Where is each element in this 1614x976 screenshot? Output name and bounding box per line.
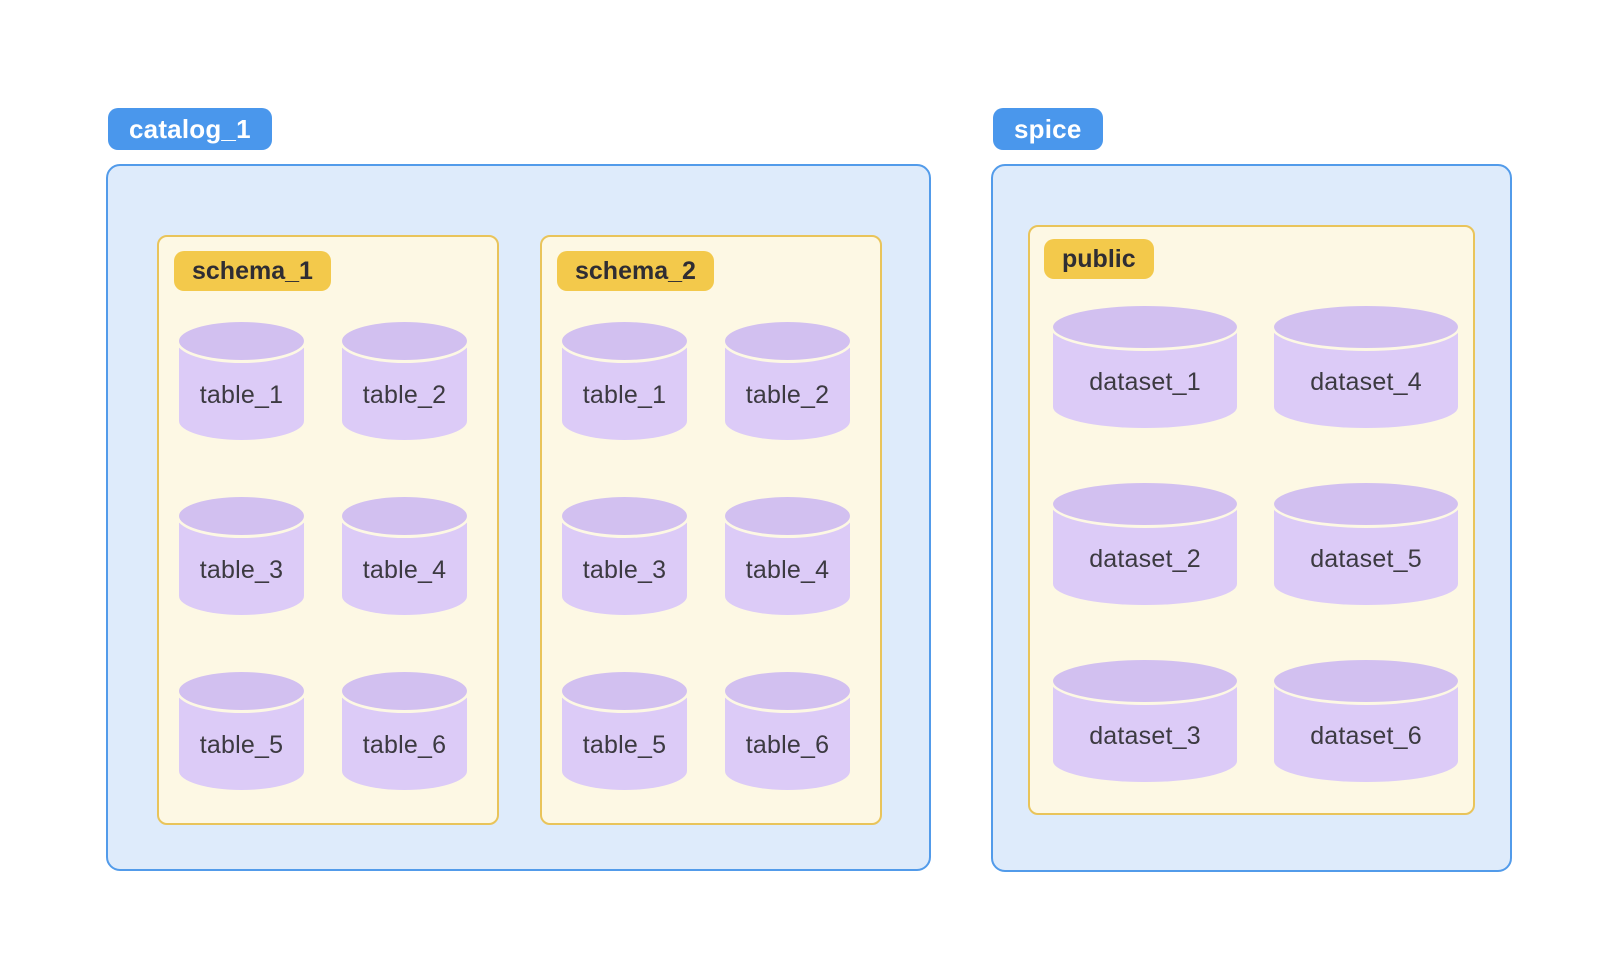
- table-cylinder: table_5: [176, 669, 307, 790]
- table-label: table_1: [582, 381, 667, 409]
- dataset-label: dataset_4: [1310, 368, 1422, 396]
- spice-container: public dataset_1 dataset_4: [991, 164, 1512, 872]
- cylinder-top-icon: [722, 494, 853, 538]
- dataset-cylinder: dataset_2: [1050, 480, 1240, 605]
- dataset-cylinder: dataset_5: [1271, 480, 1461, 605]
- cylinder-top-icon: [1271, 480, 1461, 528]
- cylinder-top-icon: [339, 669, 470, 713]
- public-dataset-grid: dataset_1 dataset_4 dataset_2: [1050, 303, 1461, 782]
- table-cylinder: table_3: [176, 494, 307, 615]
- dataset-label: dataset_5: [1310, 545, 1422, 573]
- dataset-label: dataset_3: [1089, 722, 1201, 750]
- schema-2-table-grid: table_1 table_2 table_3: [559, 319, 865, 790]
- cylinder-top-icon: [339, 494, 470, 538]
- catalog-1-group: catalog_1 schema_1 table_1 table_2: [106, 108, 931, 871]
- cylinder-top-icon: [176, 319, 307, 363]
- cylinder-top-icon: [722, 319, 853, 363]
- table-label: table_4: [745, 556, 830, 584]
- table-label: table_3: [582, 556, 667, 584]
- cylinder-top-icon: [176, 669, 307, 713]
- schema-2-badge: schema_2: [557, 251, 714, 291]
- table-label: table_3: [199, 556, 284, 584]
- public-schema-box: public dataset_1 dataset_4: [1028, 225, 1475, 815]
- cylinder-top-icon: [176, 494, 307, 538]
- cylinder-top-icon: [559, 319, 690, 363]
- table-label: table_2: [745, 381, 830, 409]
- table-cylinder: table_1: [176, 319, 307, 440]
- table-cylinder: table_6: [339, 669, 470, 790]
- table-cylinder: table_4: [722, 494, 853, 615]
- table-label: table_2: [362, 381, 447, 409]
- cylinder-top-icon: [1050, 480, 1240, 528]
- schema-2-box: schema_2 table_1 table_2: [540, 235, 882, 825]
- cylinder-top-icon: [722, 669, 853, 713]
- cylinder-top-icon: [1050, 657, 1240, 705]
- public-badge: public: [1044, 239, 1154, 279]
- table-cylinder: table_3: [559, 494, 690, 615]
- dataset-label: dataset_6: [1310, 722, 1422, 750]
- schema-1-badge: schema_1: [174, 251, 331, 291]
- table-label: table_4: [362, 556, 447, 584]
- cylinder-top-icon: [559, 669, 690, 713]
- dataset-label: dataset_1: [1089, 368, 1201, 396]
- cylinder-top-icon: [339, 319, 470, 363]
- table-cylinder: table_4: [339, 494, 470, 615]
- cylinder-top-icon: [559, 494, 690, 538]
- schema-1-table-grid: table_1 table_2 table_3: [176, 319, 482, 790]
- table-cylinder: table_6: [722, 669, 853, 790]
- dataset-cylinder: dataset_6: [1271, 657, 1461, 782]
- table-cylinder: table_1: [559, 319, 690, 440]
- table-label: table_6: [362, 731, 447, 759]
- spice-badge: spice: [993, 108, 1103, 150]
- cylinder-top-icon: [1050, 303, 1240, 351]
- cylinder-top-icon: [1271, 303, 1461, 351]
- table-label: table_5: [582, 731, 667, 759]
- table-cylinder: table_2: [339, 319, 470, 440]
- dataset-cylinder: dataset_4: [1271, 303, 1461, 428]
- schema-1-box: schema_1 table_1 table_2: [157, 235, 499, 825]
- cylinder-top-icon: [1271, 657, 1461, 705]
- table-cylinder: table_2: [722, 319, 853, 440]
- catalog-1-badge: catalog_1: [108, 108, 272, 150]
- table-label: table_1: [199, 381, 284, 409]
- spice-group: spice public dataset_1 dataset_4: [991, 108, 1512, 872]
- catalog-1-container: schema_1 table_1 table_2: [106, 164, 931, 871]
- table-cylinder: table_5: [559, 669, 690, 790]
- dataset-label: dataset_2: [1089, 545, 1201, 573]
- table-label: table_6: [745, 731, 830, 759]
- table-label: table_5: [199, 731, 284, 759]
- dataset-cylinder: dataset_3: [1050, 657, 1240, 782]
- dataset-cylinder: dataset_1: [1050, 303, 1240, 428]
